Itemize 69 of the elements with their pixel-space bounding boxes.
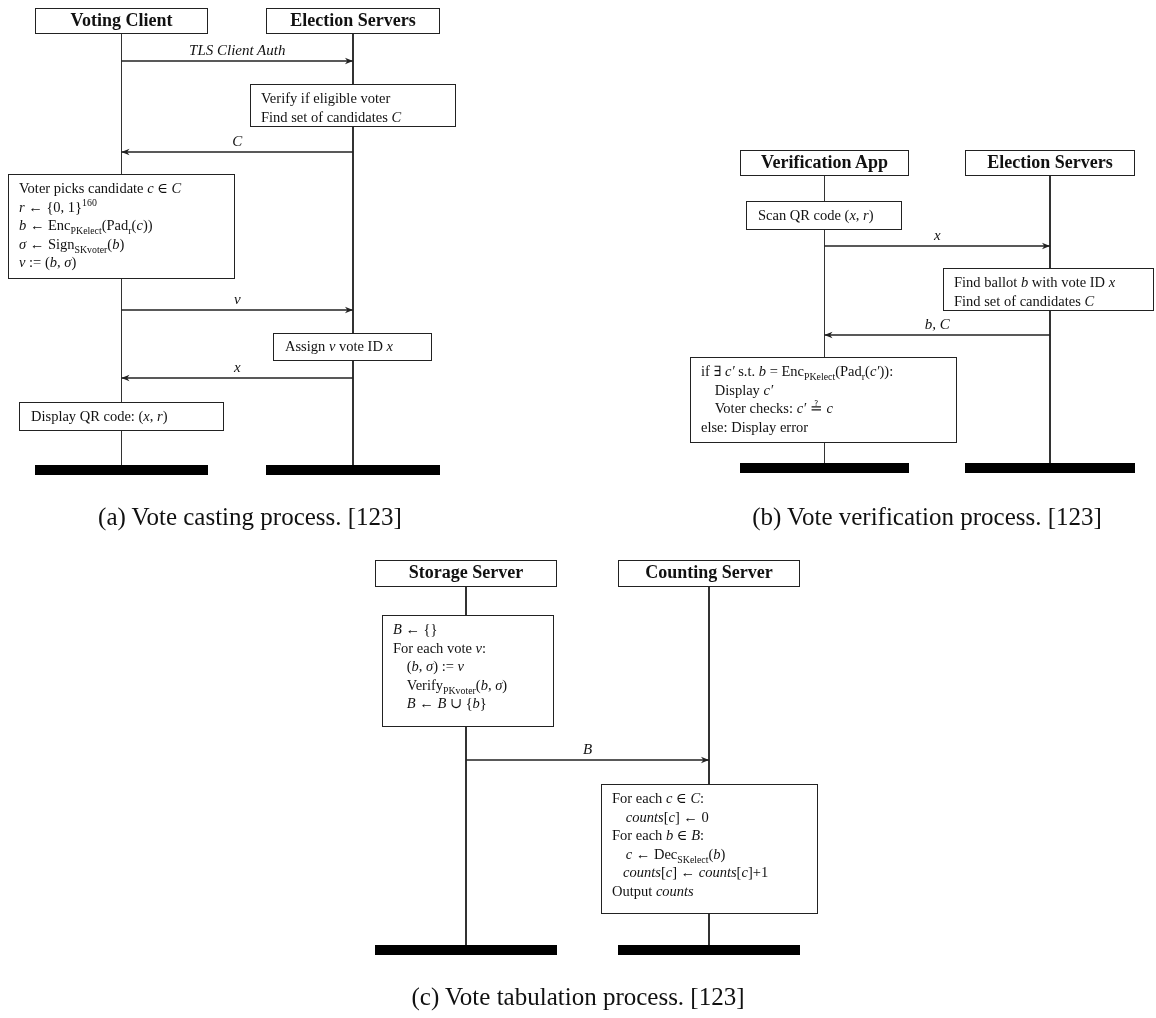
lifeline <box>1049 176 1051 463</box>
statement-line: For each b ∈ B: <box>612 826 705 845</box>
statement-line: Find set of candidates C <box>261 107 402 126</box>
participant-box: Election Servers <box>266 8 440 34</box>
lifeline-end-bar <box>965 463 1135 473</box>
subfigure-caption: (b) Vote verification process. [123] <box>752 503 1102 531</box>
statement-line: r ← {0, 1}$^{160}$ <box>19 197 97 216</box>
message-arrow <box>823 242 1051 250</box>
statement-line: v := (b, σ) <box>19 253 77 272</box>
message-arrow <box>465 756 710 764</box>
message-label: x <box>233 359 241 375</box>
statement-line: Verify if eligible voter <box>261 89 391 108</box>
statement-line: (b, σ) := v <box>406 657 464 676</box>
statement-line: σ ← Sign$_{SKvoter}$(b) <box>19 234 125 253</box>
statement-line: Output counts <box>612 881 694 900</box>
message-label: b, C <box>924 316 950 332</box>
action-box <box>690 357 957 443</box>
lifeline-end-bar <box>618 945 800 955</box>
statement-line: Voter picks candidate c ∈ C <box>19 179 182 198</box>
statement-line: B ← B ∪ {b} <box>406 694 487 713</box>
message-arrow <box>120 148 354 156</box>
message-arrow <box>823 331 1051 339</box>
statement-line: Display c′ <box>714 380 774 399</box>
statement-line: counts[c] ← counts[c]+1 <box>623 863 769 882</box>
message-label: v <box>233 291 241 307</box>
message-arrow <box>120 57 354 65</box>
participant-box: Verification App <box>740 150 909 176</box>
statement-line: Scan QR code (x, r) <box>758 207 874 223</box>
lifeline <box>352 34 354 465</box>
action-box <box>19 402 224 431</box>
action-box <box>8 174 235 279</box>
statement-line: if ∃ c′ s.t. b = Enc$_{PKelect}$(Pad$_{r}$(c′)): <box>701 362 894 381</box>
lifeline <box>708 587 710 945</box>
action-box <box>746 201 902 230</box>
lifeline-end-bar <box>35 465 208 475</box>
statement-line: Display QR code: (x, r) <box>31 408 168 424</box>
message-label: x <box>933 227 941 243</box>
statement-line: Assign v vote ID x <box>285 338 393 354</box>
message-label: TLS Client Auth <box>189 42 286 58</box>
subfigure-caption: (a) Vote casting process. [123] <box>98 503 402 531</box>
subfigure-caption: (c) Vote tabulation process. [123] <box>411 983 745 1011</box>
action-box <box>943 268 1154 311</box>
action-box <box>601 784 818 914</box>
message-arrow <box>120 306 354 314</box>
statement-line: B ← {} <box>393 620 438 639</box>
participant-box: Election Servers <box>965 150 1135 176</box>
action-box <box>273 333 432 361</box>
statement-line: counts[c] ← 0 <box>625 807 709 826</box>
participant-box: Counting Server <box>618 560 800 587</box>
message-arrow <box>120 374 354 382</box>
statement-line: For each vote v: <box>393 638 486 657</box>
action-box <box>250 84 456 127</box>
statement-line: For each c ∈ C: <box>612 789 705 808</box>
message-label: B <box>582 741 593 757</box>
statement-line: Verify$_{PKvoter}$(b, σ) <box>406 675 508 694</box>
action-box <box>382 615 554 727</box>
participant-box: Storage Server <box>375 560 557 587</box>
lifeline-end-bar <box>266 465 440 475</box>
statement-line: Find ballot b with vote ID x <box>954 273 1116 292</box>
statement-line: Find set of candidates C <box>954 291 1095 310</box>
statement-line: else: Display error <box>701 417 809 436</box>
statement-line: b ← Enc$_{PKelect}$(Pad$_{r}$(c)) <box>19 216 153 235</box>
participant-box: Voting Client <box>35 8 208 34</box>
message-label: C <box>232 133 243 149</box>
lifeline-end-bar <box>740 463 909 473</box>
lifeline-end-bar <box>375 945 557 955</box>
lifeline <box>465 587 467 945</box>
statement-line: Voter checks: c′ ≟ c <box>714 399 833 418</box>
statement-line: c ← Dec$_{SKelect}$(b) <box>625 844 726 863</box>
